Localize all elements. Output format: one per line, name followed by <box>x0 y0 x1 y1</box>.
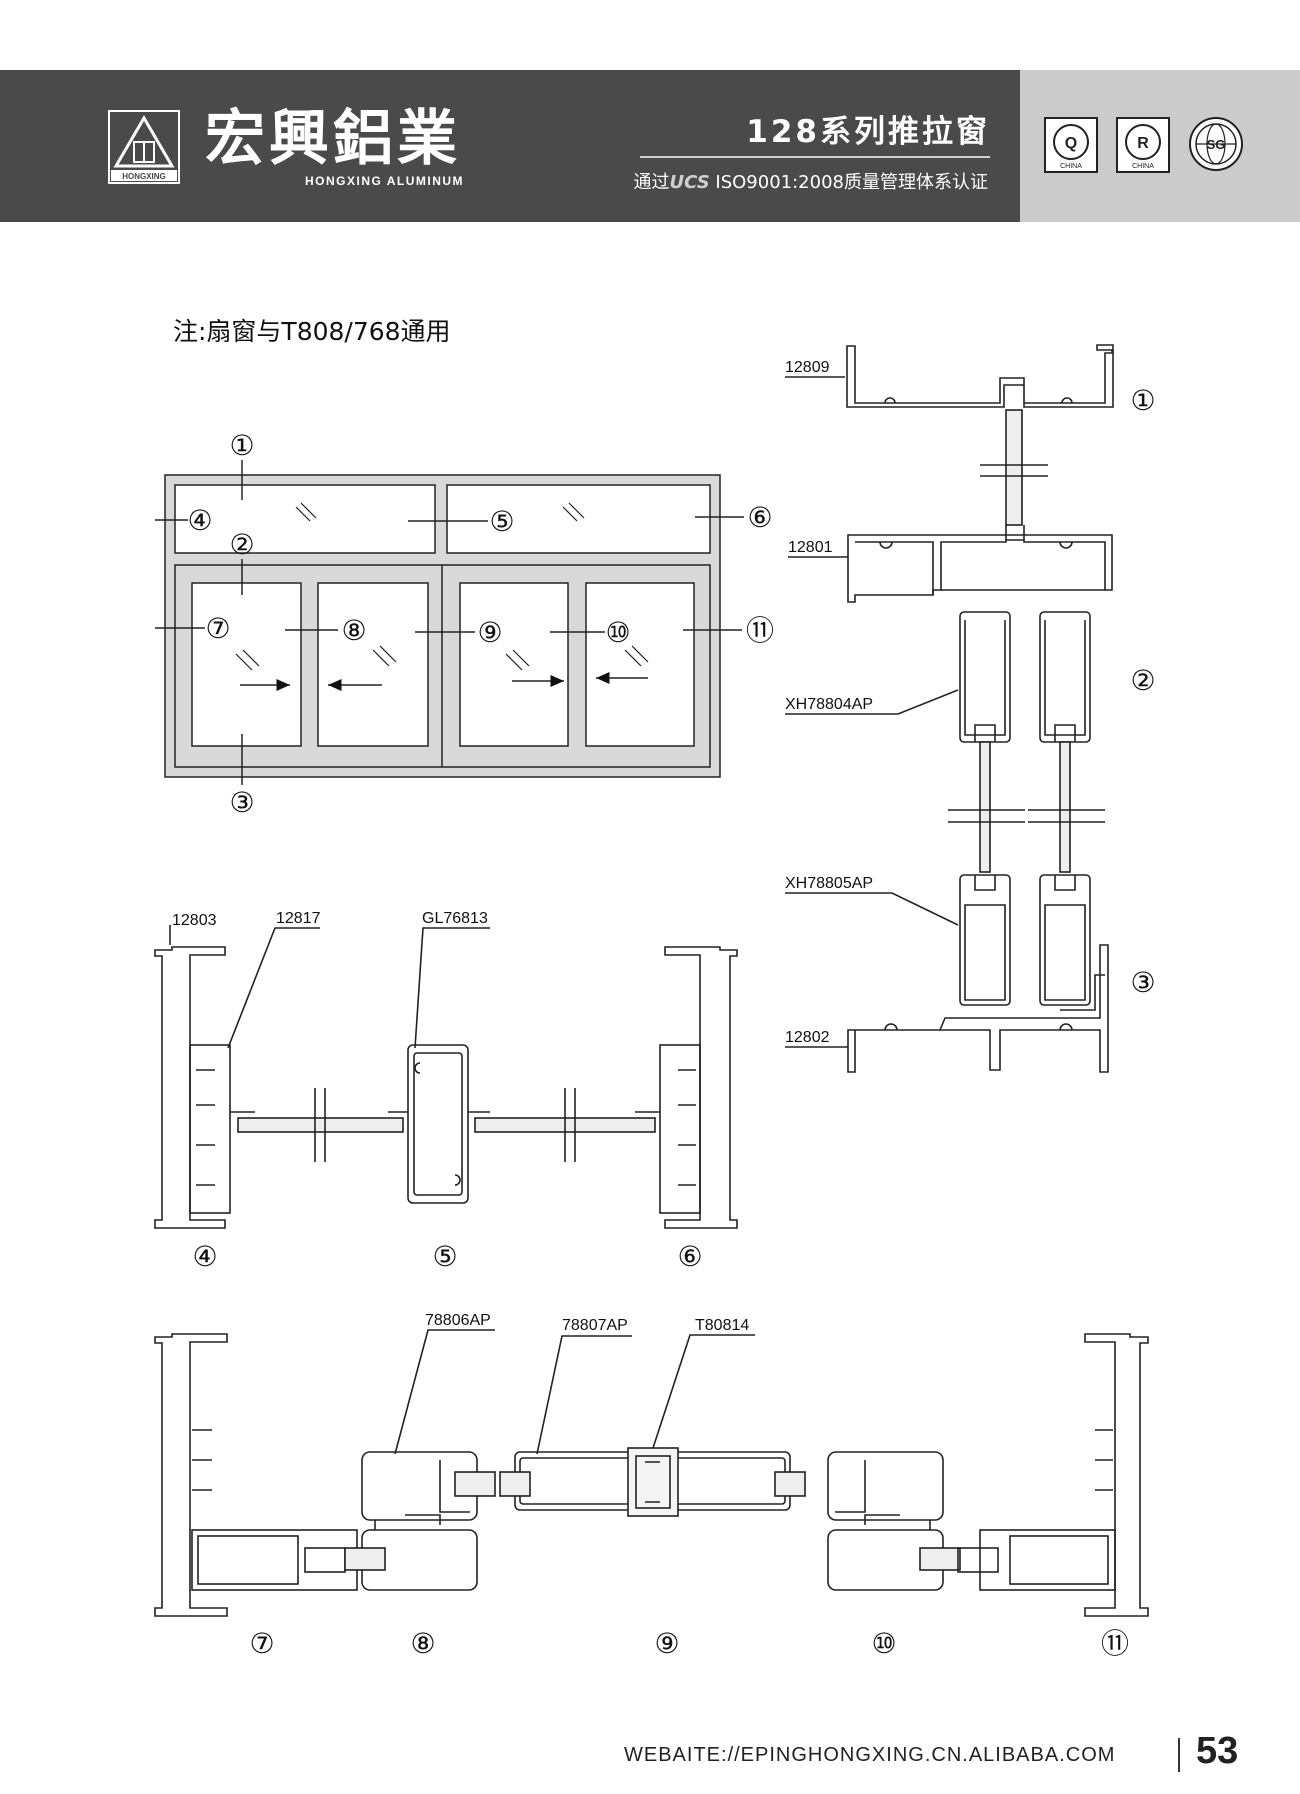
sash-marker-11: ⑪ <box>1101 1628 1129 1659</box>
brand-name-cn: 宏興鋁業 <box>205 104 461 174</box>
cert-suffix: ISO9001:2008质量管理体系认证 <box>715 172 988 193</box>
marker-11: ⑪ <box>746 615 774 646</box>
profile-label-xh78805ap: XH78805AP <box>785 875 873 892</box>
marker-2: ② <box>229 529 254 560</box>
window-elevation <box>155 460 744 785</box>
header-divider <box>640 156 990 158</box>
profile-label-78807ap: 78807AP <box>562 1317 628 1334</box>
section-marker-3: ③ <box>1130 967 1155 998</box>
registered-badge-label: CHINA <box>1132 163 1154 170</box>
sash-section <box>154 1329 1149 1617</box>
logo-text: HONGXING <box>122 172 166 181</box>
registered-badge-icon: R CHINA <box>1116 117 1170 173</box>
marker-10: ⑩ <box>605 617 630 648</box>
page-header: HONGXING 宏興鋁業 HONGXING ALUMINUM 128系列推拉窗… <box>0 70 1300 222</box>
profile-label-78806ap: 78806AP <box>425 1312 491 1329</box>
marker-5: ⑤ <box>489 506 514 537</box>
header-dark-band <box>0 70 1020 222</box>
sash-marker-10: ⑩ <box>871 1628 896 1659</box>
profile-label-t80814: T80814 <box>695 1317 749 1334</box>
certification-badges: Q CHINA R CHINA SG <box>1044 117 1243 173</box>
transom-section-labels: 12803 12817 GL76813 ④ ⑤ ⑥ <box>172 910 703 1272</box>
profile-label-12809: 12809 <box>785 359 830 376</box>
transom-marker-4: ④ <box>192 1241 217 1272</box>
footer-divider <box>1178 1738 1180 1772</box>
sash-section-labels: 78806AP 78807AP T80814 ⑦ ⑧ ⑨ ⑩ ⑪ <box>249 1312 1129 1659</box>
section-marker-2: ② <box>1130 665 1155 696</box>
ucs-mark: UCS <box>669 172 710 193</box>
marker-6: ⑥ <box>747 502 772 533</box>
quality-badge-letter: Q <box>1065 135 1077 152</box>
quality-badge-label: CHINA <box>1060 163 1082 170</box>
profile-label-12803: 12803 <box>172 912 217 929</box>
vertical-section <box>785 344 1114 1073</box>
marker-9: ⑨ <box>477 617 502 648</box>
sash-marker-7: ⑦ <box>249 1628 274 1659</box>
hongxing-logo-icon: HONGXING <box>108 110 180 184</box>
profile-label-12802: 12802 <box>785 1029 830 1046</box>
brand-name-en: HONGXING ALUMINUM <box>305 174 465 188</box>
transom-marker-5: ⑤ <box>432 1241 457 1272</box>
profile-label-gl76813: GL76813 <box>422 910 488 927</box>
marker-3: ③ <box>229 787 254 818</box>
footer-url: WEBAITE://EPINGHONGXING.CN.ALIBABA.COM <box>624 1744 1116 1766</box>
elevation-markers: ① ④ ⑤ ⑥ ② ⑦ ⑧ ⑨ ⑩ ⑪ ③ <box>187 430 774 818</box>
sash-marker-8: ⑧ <box>410 1628 435 1659</box>
profile-label-12817: 12817 <box>276 910 321 927</box>
marker-7: ⑦ <box>205 613 230 644</box>
profile-label-xh78804ap: XH78804AP <box>785 696 873 713</box>
marker-1: ① <box>229 430 254 461</box>
cert-prefix: 通过 <box>633 172 670 193</box>
profile-label-12801: 12801 <box>788 539 833 556</box>
marker-4: ④ <box>187 505 212 536</box>
marker-8: ⑧ <box>341 615 366 646</box>
transom-marker-6: ⑥ <box>677 1241 702 1272</box>
quality-badge-icon: Q CHINA <box>1044 117 1098 173</box>
transom-section <box>154 925 738 1229</box>
registered-badge-letter: R <box>1137 135 1149 152</box>
certification-line: 通过UCS ISO9001:2008质量管理体系认证 <box>634 168 988 194</box>
section-marker-1: ① <box>1130 385 1155 416</box>
sash-marker-9: ⑨ <box>654 1628 679 1659</box>
note-text: 注:扇窗与T808/768通用 <box>173 317 451 346</box>
series-title: 128系列推拉窗 <box>746 114 990 150</box>
vertical-section-labels: 12809 12801 XH78804AP XH78805AP 12802 ① … <box>785 359 1156 1046</box>
sg-globe-badge-icon: SG <box>1189 117 1243 171</box>
page-number: 53 <box>1196 1730 1239 1772</box>
sg-badge-letter: SG <box>1207 137 1226 152</box>
